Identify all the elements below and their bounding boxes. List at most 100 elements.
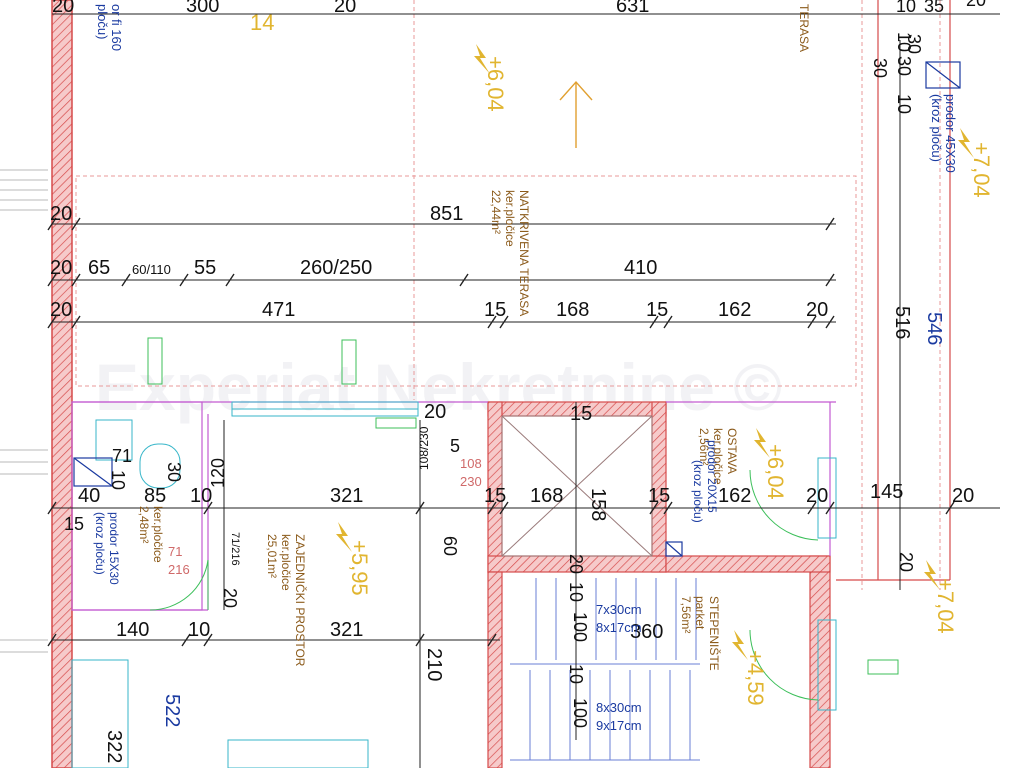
dim-text: 71/216 — [229, 532, 241, 566]
dim-text: 15 — [570, 403, 592, 425]
dim-text: 260/250 — [300, 257, 372, 279]
direction-arrow — [559, 80, 593, 148]
dim-text: 85 — [144, 485, 166, 507]
dimension-lines — [52, 13, 1000, 768]
bath-floor-note: ker.pločice — [151, 506, 165, 563]
level-arrow-icon — [958, 128, 974, 158]
dim-text: 30 — [904, 34, 924, 54]
room-name-terasa-covered: NATKRIVENA TERASA — [517, 190, 531, 316]
stair-note: 9x17cm — [596, 718, 642, 733]
stair-note: 8x30cm — [596, 700, 642, 715]
room-area-terasa-covered: 22,44m² — [489, 190, 503, 234]
dim-text: 516 — [891, 306, 913, 339]
room-area-common: 25,01m² — [265, 534, 279, 578]
dim-text: 15 — [64, 514, 84, 534]
dim-text: 10 — [188, 619, 210, 641]
level-text: +7,04 — [933, 578, 958, 634]
dim-text: 10 — [566, 582, 586, 602]
dim-text: 168 — [530, 485, 563, 507]
dim-text: 20 — [334, 0, 356, 17]
dim-text: 20 — [806, 299, 828, 321]
dim-text: 322 — [103, 730, 125, 763]
room-area-storage: 2,56m² — [697, 428, 711, 465]
dim-text: 100 — [570, 698, 590, 728]
dim-text: 60/110 — [132, 262, 171, 277]
dim-text: 158 — [587, 488, 609, 521]
dim-text-blue: 522 — [161, 694, 183, 727]
penetration-note: prodor 20X15 — [705, 440, 719, 513]
dim-text-blue: 546 — [923, 312, 945, 345]
dim-text: 5 — [450, 436, 460, 456]
dim-text: 15 — [646, 299, 668, 321]
penetrations — [73, 61, 961, 557]
door-label: 71 — [168, 544, 182, 559]
dim-text: 20 — [806, 485, 828, 507]
dim-text: 20 — [50, 299, 72, 321]
room-name-stairwell: STEPENIŠTE — [707, 596, 722, 671]
dim-text: 10 — [894, 32, 914, 52]
bath-area-note: 2,48m² — [137, 506, 151, 543]
level-arrow-icon — [732, 630, 748, 660]
dim-text: 471 — [262, 299, 295, 321]
room-name-common: ZAJEDNIČKI PROSTOR — [293, 534, 308, 667]
door-label: 230 — [460, 474, 482, 489]
dim-text: 162 — [718, 299, 751, 321]
door-labels: 108 230 71 216 — [168, 456, 482, 577]
stair-note: 7x30cm — [596, 602, 642, 617]
room-floor-terasa-covered: ker.pločice — [503, 190, 517, 247]
dim-text: 60 — [440, 536, 460, 556]
wall-left — [51, 0, 73, 768]
blue-dimension-texts: 546 522 — [161, 312, 945, 727]
dim-text: 300 — [186, 0, 219, 17]
dim-text: 120 — [208, 458, 228, 488]
dim-text: 108/230 — [417, 426, 431, 470]
stair-note: 8x17cm — [596, 620, 642, 635]
dim-text: 55 — [194, 257, 216, 279]
dimension-texts: 20 300 20 631 10 35 20 20 851 20 65 60/1… — [50, 0, 986, 763]
dim-text: 20 — [50, 203, 72, 225]
dim-text: 168 — [556, 299, 589, 321]
shaft-cross — [501, 415, 653, 557]
dim-text: 15 — [484, 485, 506, 507]
dim-text: 162 — [718, 485, 751, 507]
level-arrow-icon — [474, 44, 490, 74]
outline-dashed — [75, 0, 941, 590]
dim-text: 851 — [430, 203, 463, 225]
dim-text: 10 — [894, 94, 914, 114]
dim-text: 35 — [924, 0, 944, 16]
level-text: +5,95 — [347, 540, 372, 596]
dim-text: 100 — [570, 612, 590, 642]
level-text: +6,04 — [763, 444, 788, 500]
dim-text: 20 — [966, 0, 986, 10]
room-area-stairwell: 7,56m² — [679, 596, 693, 633]
level-text: +4,59 — [743, 650, 768, 706]
level-text: +6,04 — [483, 56, 508, 112]
dim-text: 10 — [108, 470, 128, 490]
dim-text: 20 — [952, 485, 974, 507]
dimension-ticks — [47, 217, 955, 647]
right-terrace-walls — [836, 0, 951, 581]
door-swings — [147, 337, 899, 701]
penetration-note: (kroz ploču) — [691, 460, 705, 523]
dim-text: 10 — [190, 485, 212, 507]
dim-text: 360 — [630, 621, 663, 643]
room-floor-stairwell: parket — [693, 596, 707, 630]
blue-notes: prodor 45X30 (kroz ploču) prodor 20X15 (… — [93, 4, 958, 733]
dim-text: 20 — [50, 257, 72, 279]
dim-text: 140 — [116, 619, 149, 641]
stair-core-walls — [487, 401, 831, 768]
dim-text: 15 — [484, 299, 506, 321]
room-floor-storage: ker.pločice — [711, 428, 725, 485]
fixtures — [71, 401, 837, 768]
dim-text: 30 — [164, 462, 184, 482]
dim-text: 410 — [624, 257, 657, 279]
dim-text: 20 — [896, 552, 916, 572]
dim-text: 20 — [424, 401, 446, 423]
penetration-note: prodor 15X30 — [107, 512, 121, 585]
penetration-note: (kroz ploču) — [93, 512, 107, 575]
dim-text: 10 — [566, 664, 586, 684]
dim-text: 145 — [870, 481, 903, 503]
dim-text: 40 — [78, 485, 100, 507]
level-arrow-icon — [336, 522, 352, 552]
